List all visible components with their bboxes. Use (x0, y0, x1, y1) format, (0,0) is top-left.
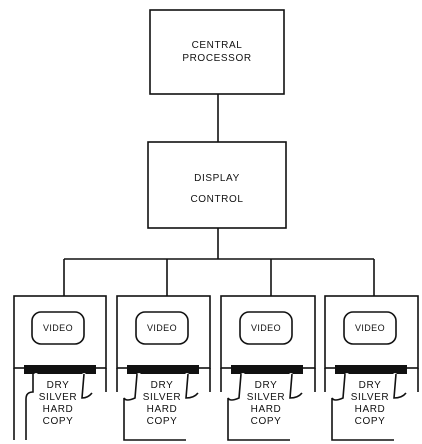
hardcopy-label-line2: SILVER (143, 392, 181, 403)
hardcopy-label-line1: DRY (255, 380, 278, 391)
video-screen (239, 311, 293, 345)
hardcopy-paper-sheet (331, 373, 407, 441)
hardcopy-label-line3: HARD (251, 404, 282, 415)
terminal-3: VIDEO DRY SILVER HARD COPY (220, 295, 316, 441)
hardcopy-label-line4: COPY (251, 416, 282, 427)
hardcopy-paper-sheet (123, 373, 199, 441)
terminal-stand (13, 368, 107, 440)
hardcopy-label-line2: SILVER (351, 392, 389, 403)
terminal-4: VIDEO DRY SILVER HARD COPY (324, 295, 419, 441)
distribution-bus (63, 228, 375, 296)
hardcopy-label-line4: COPY (147, 416, 178, 427)
paper-slot (335, 365, 407, 374)
hardcopy-label-line2: SILVER (39, 392, 77, 403)
hardcopy-label-line1: DRY (359, 380, 382, 391)
video-label: VIDEO (43, 323, 73, 333)
hardcopy-label-line1: DRY (151, 380, 174, 391)
paper-slot (127, 365, 199, 374)
hardcopy-label-line2: SILVER (247, 392, 285, 403)
hardcopy-label-line4: COPY (355, 416, 386, 427)
video-label: VIDEO (147, 323, 177, 333)
display-control-block: DISPLAY CONTROL (147, 141, 287, 229)
hardcopy-label-line3: HARD (355, 404, 386, 415)
display-control-label-line2: CONTROL (190, 194, 243, 205)
central-processor-block: CENTRAL PROCESSOR (149, 9, 285, 95)
paper-slot (24, 365, 96, 374)
hardcopy-label-line3: HARD (43, 404, 74, 415)
video-label: VIDEO (251, 323, 281, 333)
terminal-stand (324, 368, 419, 392)
hardcopy-paper-sheet (25, 373, 93, 440)
video-screen (135, 311, 189, 345)
video-screen (31, 311, 85, 345)
terminal-stand (220, 368, 316, 392)
video-screen (343, 311, 397, 345)
central-processor-label-line1: CENTRAL (192, 40, 243, 51)
video-label: VIDEO (355, 323, 385, 333)
paper-slot (231, 365, 303, 374)
hardcopy-label-line1: DRY (47, 380, 70, 391)
terminal-2: VIDEO DRY SILVER HARD COPY (116, 295, 211, 441)
central-processor-box (149, 9, 285, 95)
display-control-label-line1: DISPLAY (194, 173, 240, 184)
display-control-box (147, 141, 287, 229)
hardcopy-label-line3: HARD (147, 404, 178, 415)
terminal-stand (116, 368, 211, 392)
hardcopy-paper-sheet (227, 373, 303, 441)
central-processor-label-line2: PROCESSOR (182, 53, 251, 64)
terminal-1: VIDEO DRY SILVER HARD COPY (13, 295, 107, 440)
hardcopy-label-line4: COPY (43, 416, 74, 427)
